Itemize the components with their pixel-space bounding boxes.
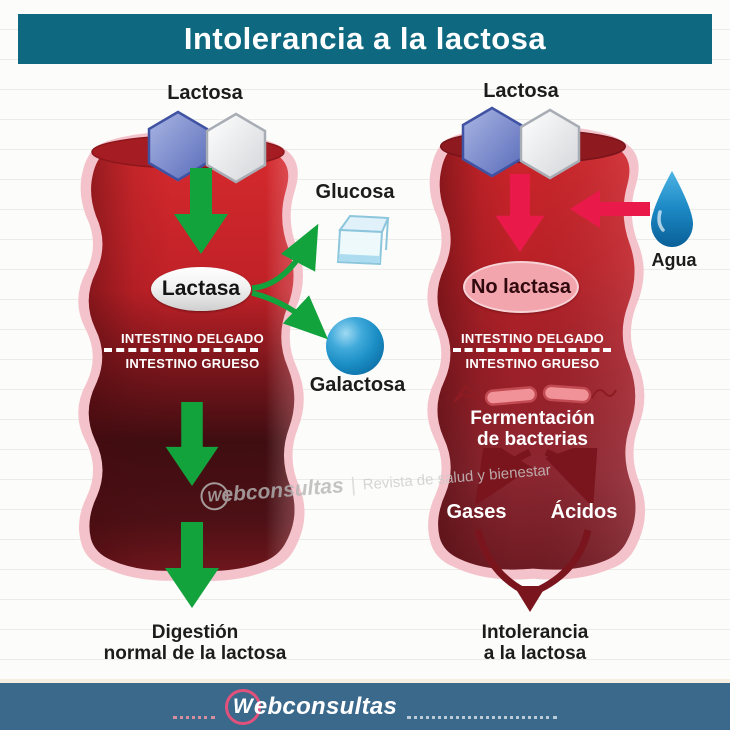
enzyme-split-arrows-icon: [251, 223, 329, 340]
fermentation-line1: Fermentación: [470, 408, 595, 429]
green-down-arrow-icon: [165, 522, 219, 608]
footer-dots-left: [172, 716, 215, 719]
gases-label: Gases: [446, 501, 507, 523]
intestine-divider-right: [453, 348, 611, 352]
water-label: Agua: [651, 250, 697, 270]
fermentation-arrows-icon: [474, 448, 598, 612]
lactose-molecule-icon: [461, 106, 581, 180]
small-intestine-label-left: INTESTINO DELGADO: [120, 331, 265, 346]
normal-digestion-line2: normal de la lactosa: [103, 643, 287, 665]
acids-label: Ácidos: [550, 501, 618, 523]
no-lactase-label: No lactasa: [470, 275, 572, 298]
title-banner: Intolerancia a la lactosa: [18, 14, 712, 64]
intolerance-caption: Intolerancia a la lactosa: [435, 622, 635, 665]
webconsultas-logo-icon: W: [224, 688, 261, 725]
water-drop-icon: [651, 171, 693, 247]
footer-brand: ebconsultas: [253, 692, 398, 720]
lactase-enzyme-badge: Lactasa: [151, 267, 251, 311]
intolerance-line1: Intolerancia: [481, 622, 589, 643]
bacteria-icon: [453, 384, 617, 406]
footer-accent-strip: [0, 679, 730, 683]
page-title: Intolerancia a la lactosa: [183, 21, 547, 56]
small-intestine-label-right: INTESTINO DELGADO: [460, 331, 605, 346]
watermark-divider: |: [349, 473, 357, 496]
intestine-divider-left: [104, 348, 258, 352]
lactose-molecule-icon: [147, 110, 267, 184]
galactose-label: Galactosa: [309, 374, 406, 396]
water-left-arrow-icon: [570, 190, 650, 228]
normal-digestion-line1: Digestión: [151, 622, 239, 643]
fermentation-caption: Fermentación de bacterias: [450, 408, 615, 451]
normal-digestion-caption: Digestión normal de la lactosa: [95, 622, 295, 665]
red-down-arrow-icon: [495, 174, 545, 252]
large-intestine-label-left: INTESTINO GRUESO: [125, 356, 260, 371]
glucose-label: Glucosa: [315, 181, 395, 203]
green-down-arrow-icon: [165, 402, 219, 486]
lactase-label: Lactasa: [161, 277, 241, 300]
fermentation-line2: de bacterias: [477, 429, 588, 451]
lactose-label-right: Lactosa: [483, 80, 559, 102]
large-intestine-label-right: INTESTINO GRUESO: [465, 356, 600, 371]
green-down-arrow-icon: [174, 168, 228, 254]
galactose-sphere-icon: [326, 317, 384, 375]
intolerance-line2: a la lactosa: [483, 643, 587, 665]
glucose-cube-icon: [336, 214, 390, 266]
no-lactase-badge: No lactasa: [463, 261, 579, 313]
lactose-label-left: Lactosa: [167, 82, 243, 104]
footer-dots-right: [407, 716, 558, 719]
